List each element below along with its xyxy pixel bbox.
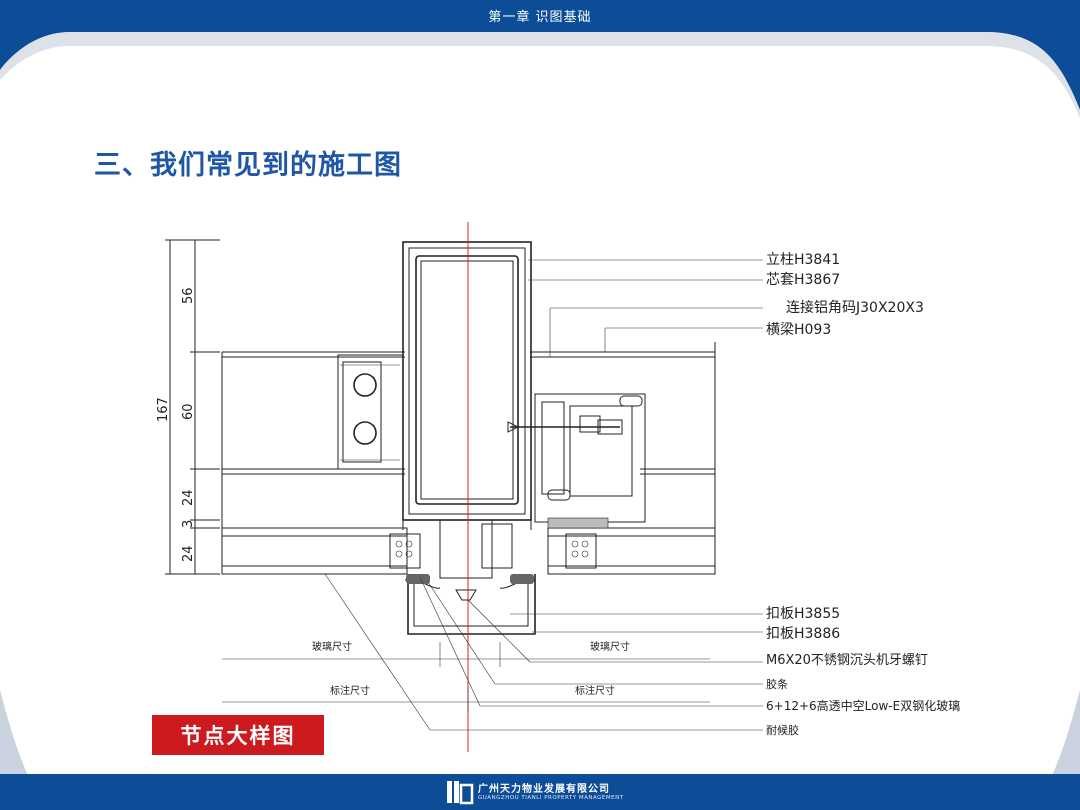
company-logo-icon xyxy=(447,781,474,805)
slide-heading: 三、我们常见到的施工图 xyxy=(94,150,402,181)
header-band xyxy=(0,0,1080,118)
company-name-en: GUANGZHOU TIANLI PROPERTY MANAGEMENT xyxy=(478,795,624,801)
label-screw: M6X20不锈钢沉头机牙螺钉 xyxy=(766,653,928,668)
label-gasket: 胶条 xyxy=(766,677,788,691)
dim-24-b: 24 xyxy=(181,545,196,562)
dim-167: 167 xyxy=(156,397,171,422)
left-edge-decoration xyxy=(0,690,30,780)
right-edge-decoration xyxy=(1050,690,1080,780)
label-mullion: 立柱H3841 xyxy=(766,252,840,268)
chapter-title: 第一章 识图基础 xyxy=(488,10,592,25)
footer-bar xyxy=(0,774,1080,810)
caption-box: 节点大样图 xyxy=(152,715,324,755)
label-transom: 横梁H093 xyxy=(766,322,831,338)
label-marked-size-left: 标注尺寸 xyxy=(330,684,370,697)
dim-3: 3 xyxy=(181,520,196,528)
label-core-sleeve: 芯套H3867 xyxy=(766,272,840,288)
cap-profile xyxy=(404,519,536,635)
label-cover-plate-2: 扣板H3886 xyxy=(766,626,840,642)
label-sealant: 耐候胶 xyxy=(766,723,799,737)
label-cover-plate-1: 扣板H3855 xyxy=(766,606,840,622)
transom-profile xyxy=(507,393,646,523)
dimension-lines xyxy=(165,239,220,575)
corner-bracket xyxy=(337,354,404,470)
bottom-dimension-rails xyxy=(222,642,710,712)
glass-panels xyxy=(221,517,716,575)
dim-24-a: 24 xyxy=(181,489,196,506)
leader-lines xyxy=(324,259,763,731)
label-glass-size-left: 玻璃尺寸 xyxy=(312,640,352,653)
label-glass: 6+12+6高透中空Low-E双钢化玻璃 xyxy=(766,698,960,713)
node-detail-drawing: 56 60 167 24 3 24 xyxy=(156,222,960,752)
mullion-profile xyxy=(402,241,532,530)
dim-56: 56 xyxy=(181,287,196,304)
label-angle-bracket: 连接铝角码J30X20X3 xyxy=(786,299,924,316)
company-name-cn: 广州天力物业发展有限公司 xyxy=(478,784,610,795)
dim-60: 60 xyxy=(181,403,196,420)
label-glass-size-right: 玻璃尺寸 xyxy=(590,640,630,653)
label-marked-size-right: 标注尺寸 xyxy=(575,684,615,697)
